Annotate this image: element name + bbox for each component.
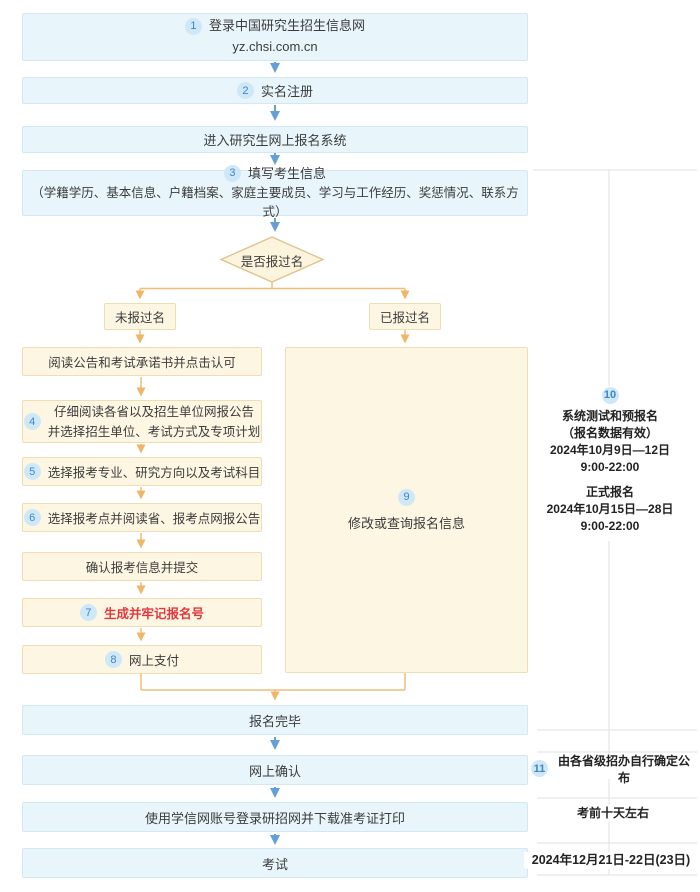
step-number-badge: 1 — [184, 18, 202, 36]
step-label: 修改或查询报名信息 — [347, 515, 465, 531]
formal-registration-time: 9:00-22:00 — [580, 519, 640, 533]
step-number-badge: 6 — [23, 509, 41, 526]
step-confirm-submit: 确认报考信息并提交 — [22, 552, 262, 581]
pre-registration-time: 9:00-22:00 — [580, 460, 640, 474]
step-number-badge: 3 — [223, 165, 241, 183]
step-label: 登录中国研究生招生信息网 — [208, 18, 365, 34]
step-label: 网上支付 — [128, 654, 179, 668]
confirm-note-label: 由各省级招办自行确定公布 — [557, 753, 690, 785]
pre-registration-note: （报名数据有效） — [561, 426, 658, 440]
branch-not-registered: 未报过名 — [104, 303, 176, 330]
step-label: 进入研究生网上报名系统 — [203, 133, 347, 148]
step-modify-query: 9 修改或查询报名信息 — [285, 347, 528, 673]
step-label: 并选择招生单位、考试方式及专项计划 — [47, 424, 261, 439]
pre-registration-date: 2024年10月9日—12日 — [549, 443, 671, 457]
formal-registration-date: 2024年10月15日—28日 — [546, 502, 674, 516]
step-number-badge: 8 — [104, 651, 122, 668]
step-number-badge: 4 — [23, 413, 41, 430]
branch-label: 已报过名 — [379, 311, 430, 325]
step-label: 生成并牢记报名号 — [103, 607, 204, 621]
step-number-badge: 2 — [236, 82, 254, 99]
step-label: 选择报考专业、研究方向以及考试科目 — [47, 466, 261, 480]
step-label: 阅读公告和考试承诺书并点击认可 — [48, 356, 236, 370]
download-note: 考前十天左右 — [533, 805, 693, 821]
step-read-notice: 阅读公告和考试承诺书并点击认可 — [22, 347, 262, 376]
step-enter-system: 进入研究生网上报名系统 — [22, 126, 528, 153]
step-choose-major: 5 选择报考专业、研究方向以及考试科目 — [22, 457, 262, 486]
step-label: 仔细阅读各省以及招生单位网报公告 — [53, 404, 254, 419]
site-url: yz.chsi.com.cn — [232, 39, 318, 54]
step-number-badge: 9 — [398, 488, 415, 506]
step-number-badge: 7 — [79, 604, 97, 621]
step-label: 选择报考点并阅读省、报考点网报公告 — [47, 512, 261, 526]
step-finish: 报名完毕 — [22, 705, 528, 735]
formal-registration-title: 正式报名 — [585, 485, 634, 499]
step-label: 网上确认 — [248, 763, 301, 779]
step-download-ticket: 使用学信网账号登录研招网并下载准考证打印 — [22, 802, 528, 832]
step-detail: （学籍学历、基本信息、户籍档案、家庭主要成员、学习与工作经历、奖惩情况、联系方式… — [31, 185, 519, 220]
step-label-lines: 仔细阅读各省以及招生单位网报公告 并选择招生单位、考试方式及专项计划 — [48, 402, 261, 442]
step-online-confirm: 网上确认 — [22, 755, 528, 785]
step-label: 确认报考信息并提交 — [85, 561, 199, 575]
step-label: 报名完毕 — [248, 713, 301, 729]
step-remember-number: 7 生成并牢记报名号 — [22, 598, 262, 627]
step-label: 使用学信网账号登录研招网并下载准考证打印 — [144, 810, 405, 826]
step-realname-register: 2 实名注册 — [22, 77, 528, 104]
branch-label: 未报过名 — [114, 311, 165, 325]
decision-label: 是否报过名 — [240, 255, 304, 269]
exam-date-note: 2024年12月21日-22日(23日) — [524, 852, 698, 869]
step-read-province-notice: 4 仔细阅读各省以及招生单位网报公告 并选择招生单位、考试方式及专项计划 — [22, 400, 262, 443]
confirm-note: 11 由各省级招办自行确定公布 — [531, 754, 695, 785]
step-exam: 考试 — [22, 848, 528, 878]
step-label: 填写考生信息 — [247, 165, 326, 181]
step-label: 考试 — [261, 856, 288, 872]
pre-registration-title: 系统测试和预报名 — [561, 409, 658, 423]
step-label: 实名注册 — [260, 84, 313, 99]
step-number-badge: 11 — [531, 760, 548, 777]
step-login: 1 登录中国研究生招生信息网 yz.chsi.com.cn — [22, 13, 528, 61]
branch-registered: 已报过名 — [369, 303, 441, 330]
step-online-payment: 8 网上支付 — [22, 645, 262, 674]
step-number-badge: 5 — [23, 463, 41, 480]
step-choose-exam-site: 6 选择报考点并阅读省、报考点网报公告 — [22, 503, 262, 532]
step-number-badge: 10 — [601, 387, 619, 404]
step-fill-info: 3 填写考生信息 （学籍学历、基本信息、户籍档案、家庭主要成员、学习与工作经历、… — [22, 165, 528, 219]
schedule-panel: 10 系统测试和预报名 （报名数据有效） 2024年10月9日—12日 9:00… — [530, 387, 690, 541]
